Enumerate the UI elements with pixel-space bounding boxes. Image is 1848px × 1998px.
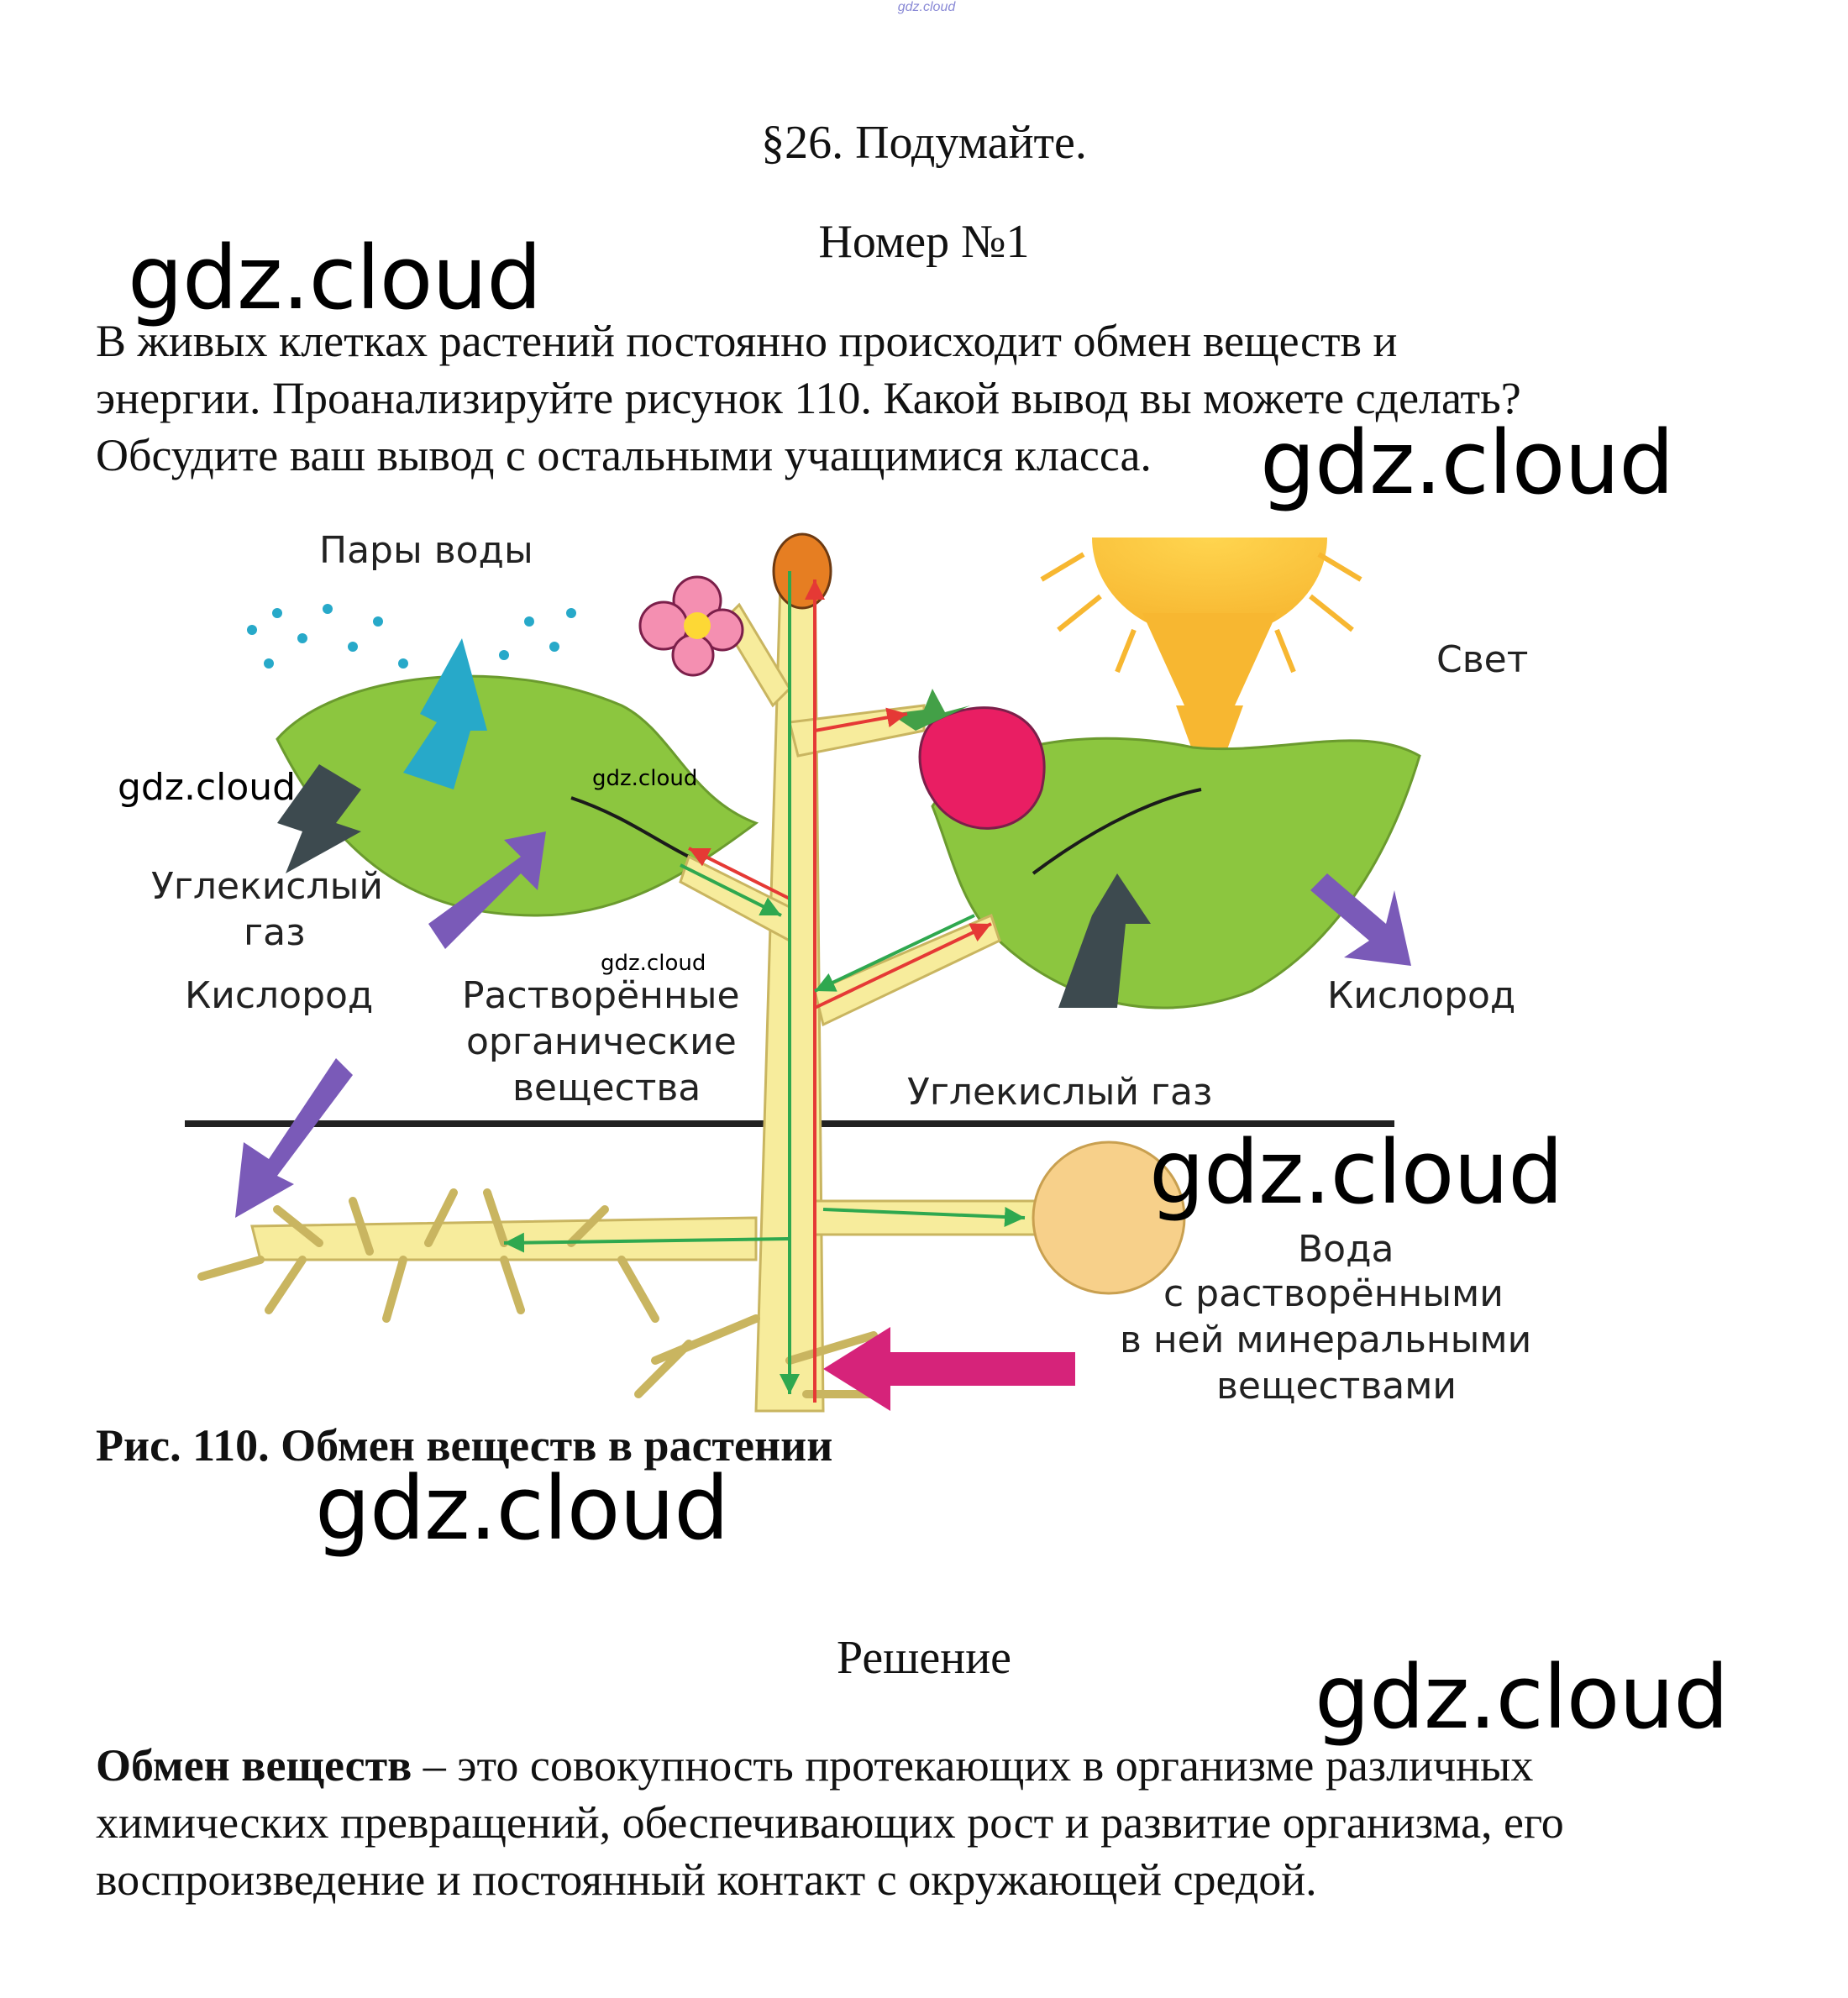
watermark: gdz.cloud (601, 951, 706, 976)
section-title: §26. Подумайте. (0, 116, 1848, 170)
watermark: gdz.cloud (128, 227, 541, 329)
watermark: gdz.cloud (1260, 412, 1673, 514)
watermark: gdz.cloud (315, 1457, 728, 1560)
label-water-2: с растворёнными (1163, 1272, 1504, 1315)
solution-text: Обмен веществ – это совокупность протека… (96, 1737, 1767, 1908)
label-water: Вода (1298, 1228, 1394, 1271)
watermark-top: gdz.cloud (889, 0, 964, 15)
label-co2-right: Углекислый газ (907, 1071, 1212, 1114)
label-light: Свет (1436, 638, 1528, 681)
flower (640, 577, 743, 675)
label-oxygen-left: Кислород (185, 974, 373, 1017)
label-water-vapor: Пары воды (319, 529, 533, 572)
solution-term: Обмен веществ (96, 1740, 412, 1791)
label-water-4: веществами (1216, 1365, 1457, 1408)
label-co2-left-2: газ (244, 911, 305, 954)
solution-line: воспроизведение и постоянный контакт с о… (96, 1851, 1767, 1908)
watermark: gdz.cloud (1315, 1646, 1728, 1749)
label-oxygen-right: Кислород (1327, 974, 1515, 1017)
label-co2-left: Углекислый (151, 865, 383, 908)
plant-metabolism-figure: Пары воды Свет Углекислый газ Кислород Р… (151, 521, 1630, 1428)
label-dissolved: Растворённые (462, 974, 740, 1017)
label-water-3: в ней минеральными (1120, 1319, 1531, 1361)
oxygen-to-roots-arrow (235, 1058, 353, 1218)
label-dissolved-2: органические (466, 1020, 737, 1063)
label-dissolved-3: вещества (512, 1067, 701, 1109)
watermark: gdz.cloud (1149, 1121, 1562, 1224)
watermark: gdz.cloud (592, 766, 697, 791)
solution-line: химических превращений, обеспечивающих р… (96, 1794, 1767, 1851)
watermark: gdz.cloud (118, 766, 296, 809)
bud (774, 534, 831, 608)
